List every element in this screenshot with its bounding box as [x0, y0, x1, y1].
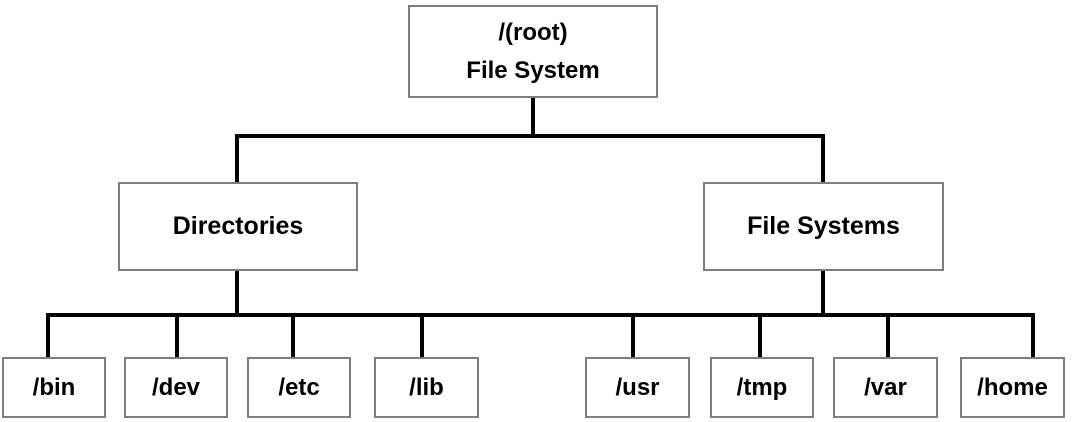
dev-label: /dev [151, 373, 201, 401]
home-label: /home [977, 373, 1048, 401]
node-bin: /bin [2, 357, 106, 418]
connector-drop-dev [175, 313, 179, 357]
directories-label: Directories [172, 212, 304, 240]
node-file-systems: File Systems [703, 182, 944, 271]
node-home: /home [960, 357, 1065, 418]
connector-file-systems-stem [821, 271, 825, 317]
node-root-file-system: /(root) File System [408, 5, 658, 98]
node-etc: /etc [247, 357, 351, 418]
connector-level2-horizontal-bus [46, 313, 1035, 317]
tmp-label: /tmp [736, 373, 788, 401]
connector-level1-horizontal [235, 134, 825, 138]
lib-label: /lib [409, 373, 444, 401]
file-systems-label: File Systems [747, 212, 900, 240]
connector-drop-home [1031, 313, 1035, 357]
connector-drop-usr [631, 313, 635, 357]
usr-label: /usr [615, 373, 660, 401]
connector-file-systems-drop [821, 134, 825, 182]
node-directories: Directories [118, 182, 358, 271]
node-lib: /lib [374, 357, 479, 418]
connector-drop-lib [420, 313, 424, 357]
var-label: /var [864, 373, 907, 401]
node-tmp: /tmp [710, 357, 814, 418]
connector-drop-bin [46, 313, 50, 357]
node-dev: /dev [124, 357, 228, 418]
node-usr: /usr [585, 357, 690, 418]
bin-label: /bin [32, 373, 76, 401]
connector-directories-stem [235, 271, 239, 317]
etc-label: /etc [278, 373, 320, 401]
node-var: /var [833, 357, 938, 418]
connector-drop-tmp [758, 313, 762, 357]
connector-drop-etc [291, 313, 295, 357]
connector-root-stem [531, 98, 535, 138]
root-label-line1: /(root) [498, 19, 568, 47]
connector-drop-var [886, 313, 890, 357]
root-label-line2: File System [466, 56, 600, 84]
connector-directories-drop [235, 134, 239, 182]
